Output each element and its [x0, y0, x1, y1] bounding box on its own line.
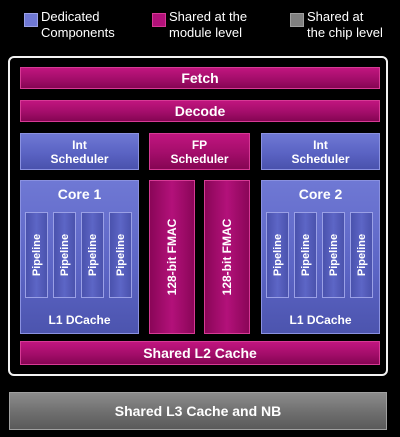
core-2-pipeline-1-label: Pipeline: [271, 233, 284, 277]
core-1-l1-dcache: L1 DCache: [48, 313, 111, 327]
legend-shared-module-line2: module level: [169, 25, 242, 40]
int-scheduler-right: Int Scheduler: [261, 133, 380, 170]
fmac-2: 128-bit FMAC: [204, 180, 250, 334]
core-1-pipeline-3: Pipeline: [81, 212, 104, 298]
fmac-1-label: 128-bit FMAC: [165, 218, 179, 296]
core-1-pipeline-2: Pipeline: [53, 212, 76, 298]
legend-label-shared-chip: Shared at the chip level: [307, 9, 383, 41]
legend-dedicated-line1: Dedicated: [41, 9, 100, 24]
legend-dedicated-line2: Components: [41, 25, 115, 40]
int-scheduler-left: Int Scheduler: [20, 133, 139, 170]
legend-shared-module-line1: Shared at the: [169, 9, 248, 24]
int-scheduler-left-line2: Scheduler: [50, 151, 109, 166]
fmac-1: 128-bit FMAC: [149, 180, 195, 334]
fmac-2-label: 128-bit FMAC: [220, 218, 234, 296]
core-1: Core 1 Pipeline Pipeline Pipeline Pipeli…: [20, 180, 139, 334]
core-2-pipeline-3: Pipeline: [322, 212, 345, 298]
core-2-pipeline-4: Pipeline: [350, 212, 373, 298]
legend-label-dedicated: Dedicated Components: [41, 9, 115, 41]
core-2-title: Core 2: [298, 186, 343, 202]
core-2: Core 2 Pipeline Pipeline Pipeline Pipeli…: [261, 180, 380, 334]
legend-shared-chip-line1: Shared at: [307, 9, 364, 24]
fp-scheduler-line1: FP: [191, 137, 208, 152]
core-2-pipeline-3-label: Pipeline: [327, 233, 340, 277]
core-1-pipeline-1: Pipeline: [25, 212, 48, 298]
core-1-pipeline-4: Pipeline: [109, 212, 132, 298]
legend-shared-chip-line2: the chip level: [307, 25, 383, 40]
core-1-title: Core 1: [57, 186, 102, 202]
int-scheduler-left-line1: Int: [72, 137, 87, 152]
decode-block: Decode: [20, 100, 380, 122]
module-frame: [8, 56, 388, 376]
shared-l2-cache: Shared L2 Cache: [20, 341, 380, 365]
core-2-pipeline-2: Pipeline: [294, 212, 317, 298]
legend-swatch-dedicated: [24, 13, 38, 27]
fp-scheduler: FP Scheduler: [149, 133, 250, 170]
legend-swatch-shared-module: [152, 13, 166, 27]
legend-swatch-shared-chip: [290, 13, 304, 27]
core-2-l1-dcache: L1 DCache: [289, 313, 352, 327]
core-1-pipeline-3-label: Pipeline: [86, 233, 99, 277]
core-2-pipeline-4-label: Pipeline: [355, 233, 368, 277]
core-1-pipeline-2-label: Pipeline: [58, 233, 71, 277]
fetch-block: Fetch: [20, 67, 380, 89]
core-1-pipeline-1-label: Pipeline: [30, 233, 43, 277]
int-scheduler-right-line1: Int: [313, 137, 328, 152]
int-scheduler-right-line2: Scheduler: [291, 151, 350, 166]
core-2-pipeline-1: Pipeline: [266, 212, 289, 298]
legend-label-shared-module: Shared at the module level: [169, 9, 247, 41]
shared-l3-cache-nb: Shared L3 Cache and NB: [9, 392, 387, 430]
core-1-pipeline-4-label: Pipeline: [114, 233, 127, 277]
fp-scheduler-line2: Scheduler: [170, 151, 229, 166]
core-2-pipeline-2-label: Pipeline: [299, 233, 312, 277]
